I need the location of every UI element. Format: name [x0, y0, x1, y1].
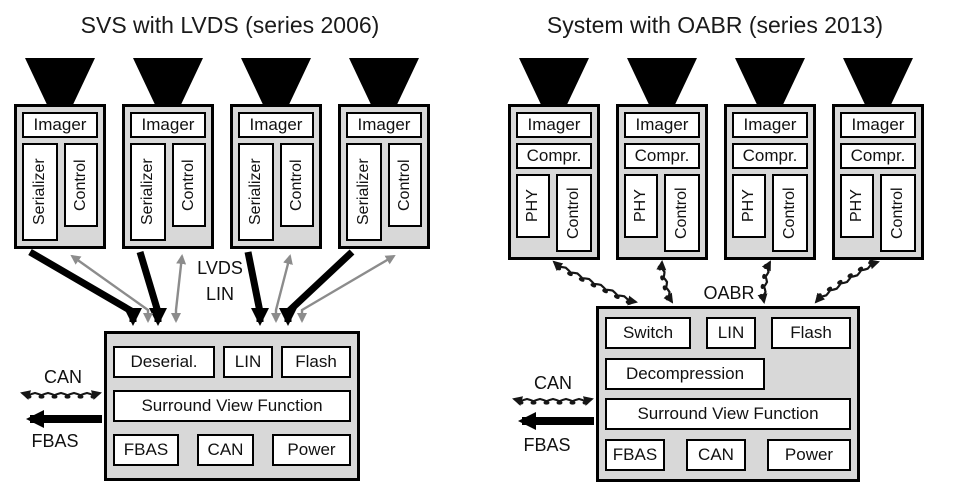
camera-lens-icon — [735, 58, 805, 104]
left-system-title: SVS with LVDS (series 2006) — [80, 12, 380, 38]
camera-module-body: Imager Compr. PHY Control — [724, 104, 816, 260]
lin-arrow — [271, 254, 293, 323]
camera-module: Imager Serializer Control — [14, 58, 106, 249]
camera-module: Imager Serializer Control — [338, 58, 430, 249]
compressor-box: Compr. — [516, 143, 592, 169]
flash-box: Flash — [281, 346, 351, 378]
imager-box: Imager — [516, 112, 592, 138]
flash-box: Flash — [771, 317, 851, 350]
lin-arrow — [171, 254, 187, 323]
can-box: CAN — [197, 434, 254, 466]
phy-box: PHY — [624, 174, 658, 238]
camera-module-body: Imager Serializer Control — [14, 104, 106, 249]
control-box: Control — [556, 174, 592, 252]
serializer-box: Serializer — [22, 143, 58, 241]
surround-view-function-box: Surround View Function — [605, 398, 851, 431]
fbas-box: FBAS — [113, 434, 179, 466]
camera-module: Imager Compr. PHY Control — [724, 58, 816, 260]
control-box: Control — [772, 174, 808, 252]
compressor-box: Compr. — [840, 143, 916, 169]
imager-box: Imager — [238, 112, 314, 138]
can-label-right: CAN — [533, 373, 572, 393]
decompression-box: Decompression — [605, 357, 765, 390]
lin-box: LIN — [706, 317, 756, 350]
camera-module-body: Imager Serializer Control — [230, 104, 322, 249]
camera-lens-icon — [627, 58, 697, 104]
fbas-label-right: FBAS — [523, 435, 571, 455]
serializer-box: Serializer — [346, 143, 382, 241]
power-box: Power — [767, 438, 851, 471]
switch-box: Switch — [605, 317, 691, 350]
control-box: Control — [388, 143, 422, 227]
imager-box: Imager — [840, 112, 916, 138]
camera-module-body: Imager Serializer Control — [338, 104, 430, 249]
camera-lens-icon — [25, 58, 95, 104]
control-box: Control — [880, 174, 916, 252]
serializer-box: Serializer — [238, 143, 274, 241]
camera-lens-icon — [133, 58, 203, 104]
can-cable-left — [20, 390, 102, 400]
compressor-box: Compr. — [624, 143, 700, 169]
camera-module: Imager Serializer Control — [122, 58, 214, 249]
camera-module: Imager Compr. PHY Control — [616, 58, 708, 260]
camera-module-body: Imager Serializer Control — [122, 104, 214, 249]
oabr-cable — [552, 260, 638, 306]
camera-lens-icon — [519, 58, 589, 104]
camera-lens-icon — [241, 58, 311, 104]
phy-box: PHY — [732, 174, 766, 238]
control-box: Control — [664, 174, 700, 252]
imager-box: Imager — [346, 112, 422, 138]
lvds-arrow — [28, 248, 142, 326]
lin-label: LIN — [205, 284, 234, 304]
control-box: Control — [280, 143, 314, 227]
lvds-arrow — [136, 250, 167, 326]
right-system-title: System with OABR (series 2013) — [546, 12, 884, 38]
fbas-label-left: FBAS — [31, 431, 79, 451]
camera-module-body: Imager Compr. PHY Control — [508, 104, 600, 260]
fbas-box: FBAS — [605, 438, 665, 471]
oabr-label: OABR — [703, 283, 755, 303]
camera-lens-icon — [843, 58, 913, 104]
imager-box: Imager — [732, 112, 808, 138]
camera-module: Imager Compr. PHY Control — [508, 58, 600, 260]
lin-arrow — [297, 254, 396, 323]
lin-box: LIN — [223, 346, 273, 378]
can-box: CAN — [686, 438, 746, 471]
imager-box: Imager — [624, 112, 700, 138]
control-box: Control — [172, 143, 206, 227]
imager-box: Imager — [22, 112, 98, 138]
camera-module-body: Imager Compr. PHY Control — [832, 104, 924, 260]
can-cable-right — [512, 396, 594, 406]
deserializer-box: Deserial. — [113, 346, 215, 378]
control-box: Control — [64, 143, 98, 227]
oabr-cable — [656, 260, 674, 304]
surround-view-function-box: Surround View Function — [113, 390, 351, 422]
camera-module: Imager Compr. PHY Control — [832, 58, 924, 260]
oabr-cable — [814, 259, 880, 304]
lvds-arrow — [279, 249, 355, 326]
phy-box: PHY — [516, 174, 550, 238]
right-ecu: Switch LIN Flash Decompression Surround … — [596, 306, 860, 482]
lin-arrow — [70, 254, 153, 323]
camera-module: Imager Serializer Control — [230, 58, 322, 249]
lvds-label: LVDS — [197, 258, 243, 278]
power-box: Power — [272, 434, 351, 466]
imager-box: Imager — [130, 112, 206, 138]
phy-box: PHY — [840, 174, 874, 238]
camera-module-body: Imager Compr. PHY Control — [616, 104, 708, 260]
left-ecu: Deserial. LIN Flash Surround View Functi… — [104, 331, 360, 481]
bus-labels-left: LVDS LIN — [188, 255, 252, 307]
serializer-box: Serializer — [130, 143, 166, 241]
can-label-left: CAN — [43, 367, 82, 387]
camera-lens-icon — [349, 58, 419, 104]
compressor-box: Compr. — [732, 143, 808, 169]
